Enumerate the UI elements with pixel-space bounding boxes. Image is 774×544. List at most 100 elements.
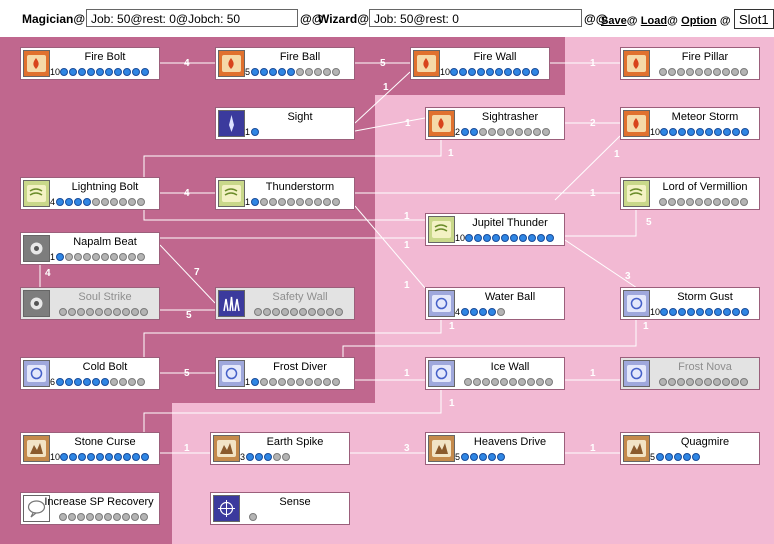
level-dot[interactable] [255, 453, 263, 461]
level-dot[interactable] [264, 453, 272, 461]
level-dot[interactable] [492, 234, 500, 242]
level-dot[interactable] [299, 308, 307, 316]
level-dot[interactable] [123, 68, 131, 76]
level-dot[interactable] [731, 198, 739, 206]
level-dot[interactable] [119, 198, 127, 206]
level-dot[interactable] [687, 128, 695, 136]
level-dot[interactable] [488, 128, 496, 136]
level-dot[interactable] [249, 513, 257, 521]
level-dot[interactable] [509, 378, 517, 386]
level-dot[interactable] [660, 128, 668, 136]
level-dot[interactable] [101, 378, 109, 386]
level-dot[interactable] [741, 128, 749, 136]
level-dot[interactable] [465, 234, 473, 242]
level-dot[interactable] [251, 128, 259, 136]
level-dot[interactable] [122, 513, 130, 521]
level-dot[interactable] [110, 198, 118, 206]
level-dot[interactable] [495, 68, 503, 76]
level-dot[interactable] [272, 308, 280, 316]
level-dot[interactable] [542, 128, 550, 136]
level-dot[interactable] [104, 513, 112, 521]
level-dot[interactable] [251, 378, 259, 386]
level-dot[interactable] [287, 378, 295, 386]
level-dot[interactable] [528, 234, 536, 242]
level-dot[interactable] [741, 308, 749, 316]
level-dot[interactable] [705, 308, 713, 316]
level-dot[interactable] [497, 453, 505, 461]
level-dot[interactable] [723, 308, 731, 316]
level-dot[interactable] [468, 68, 476, 76]
level-dot[interactable] [464, 378, 472, 386]
skill-safety-wall[interactable]: Safety Wall [215, 287, 355, 320]
level-dot[interactable] [260, 68, 268, 76]
level-dot[interactable] [483, 234, 491, 242]
level-dot[interactable] [722, 378, 730, 386]
level-dot[interactable] [141, 453, 149, 461]
level-dot[interactable] [677, 198, 685, 206]
level-dot[interactable] [269, 378, 277, 386]
level-dot[interactable] [545, 378, 553, 386]
level-dot[interactable] [713, 68, 721, 76]
level-dot[interactable] [137, 253, 145, 261]
level-dot[interactable] [60, 68, 68, 76]
level-dot[interactable] [308, 308, 316, 316]
level-dot[interactable] [69, 68, 77, 76]
level-dot[interactable] [461, 308, 469, 316]
level-dot[interactable] [731, 378, 739, 386]
level-dot[interactable] [722, 198, 730, 206]
level-dot[interactable] [78, 68, 86, 76]
wizard-job-field[interactable]: Job: 50@rest: 0 [369, 9, 582, 27]
level-dot[interactable] [273, 453, 281, 461]
level-dot[interactable] [470, 128, 478, 136]
level-dot[interactable] [660, 308, 668, 316]
level-dot[interactable] [497, 308, 505, 316]
skill-fire-pillar[interactable]: Fire Pillar [620, 47, 760, 80]
skill-soul-strike[interactable]: Soul Strike [20, 287, 160, 320]
level-dot[interactable] [314, 378, 322, 386]
level-dot[interactable] [668, 198, 676, 206]
level-dot[interactable] [323, 378, 331, 386]
level-dot[interactable] [74, 198, 82, 206]
level-dot[interactable] [524, 128, 532, 136]
level-dot[interactable] [114, 68, 122, 76]
level-dot[interactable] [305, 68, 313, 76]
level-dot[interactable] [104, 308, 112, 316]
level-dot[interactable] [96, 68, 104, 76]
level-dot[interactable] [665, 453, 673, 461]
level-dot[interactable] [668, 378, 676, 386]
level-dot[interactable] [269, 198, 277, 206]
level-dot[interactable] [515, 128, 523, 136]
level-dot[interactable] [246, 453, 254, 461]
level-dot[interactable] [686, 378, 694, 386]
level-dot[interactable] [69, 453, 77, 461]
level-dot[interactable] [450, 68, 458, 76]
level-dot[interactable] [740, 68, 748, 76]
level-dot[interactable] [332, 68, 340, 76]
level-dot[interactable] [696, 128, 704, 136]
level-dot[interactable] [281, 308, 289, 316]
level-dot[interactable] [533, 128, 541, 136]
level-dot[interactable] [83, 378, 91, 386]
level-dot[interactable] [132, 453, 140, 461]
level-dot[interactable] [669, 128, 677, 136]
level-dot[interactable] [506, 128, 514, 136]
level-dot[interactable] [140, 308, 148, 316]
level-dot[interactable] [678, 128, 686, 136]
level-dot[interactable] [59, 308, 67, 316]
level-dot[interactable] [317, 308, 325, 316]
level-dot[interactable] [504, 68, 512, 76]
level-dot[interactable] [491, 378, 499, 386]
level-dot[interactable] [677, 378, 685, 386]
level-dot[interactable] [101, 198, 109, 206]
level-dot[interactable] [500, 378, 508, 386]
level-dot[interactable] [65, 198, 73, 206]
level-dot[interactable] [74, 253, 82, 261]
level-dot[interactable] [732, 308, 740, 316]
level-dot[interactable] [332, 198, 340, 206]
level-dot[interactable] [305, 378, 313, 386]
